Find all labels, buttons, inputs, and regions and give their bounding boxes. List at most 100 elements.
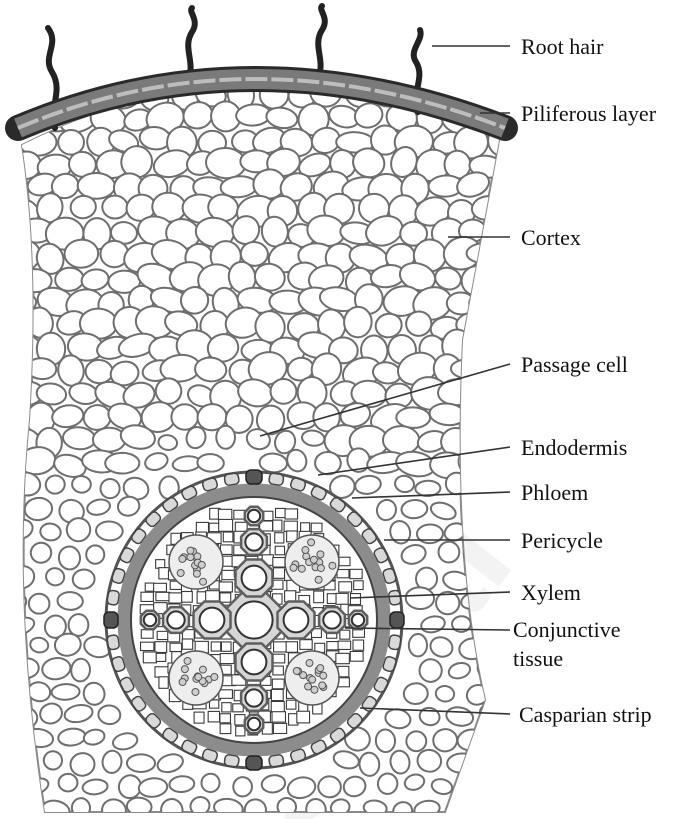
phloem-cell xyxy=(211,673,218,680)
conjunctive-cell xyxy=(297,711,310,723)
conjunctive-cell xyxy=(220,724,231,734)
cortex-cell xyxy=(169,775,195,792)
label-passage-cell: Passage cell xyxy=(521,352,628,377)
conjunctive-cell xyxy=(194,712,204,723)
endodermis-cell xyxy=(224,473,240,486)
phloem-cell xyxy=(187,547,194,554)
cortex-cell xyxy=(0,215,29,247)
conjunctive-cell xyxy=(339,582,352,592)
cortex-cell xyxy=(405,587,435,610)
cortex-cell xyxy=(0,359,23,384)
phloem-cell xyxy=(198,561,205,568)
cortex-cell xyxy=(472,746,500,772)
cortex-cell xyxy=(409,634,427,656)
conjunctive-cell xyxy=(300,640,312,650)
cortex-cell xyxy=(13,657,39,679)
phloem-cell xyxy=(179,678,186,685)
endodermis-cell xyxy=(269,754,285,767)
cortex-cell xyxy=(0,631,24,657)
conjunctive-cell xyxy=(314,591,324,603)
phloem-cell xyxy=(293,667,300,674)
phloem-cell xyxy=(317,565,324,572)
conjunctive-cell xyxy=(169,593,182,603)
conjunctive-cell xyxy=(354,581,363,590)
label-casparian-strip: Casparian strip xyxy=(519,702,652,727)
phloem-cell xyxy=(177,569,184,576)
xylem-lumen xyxy=(242,566,267,591)
conjunctive-cell xyxy=(235,715,245,725)
conjunctive-cell xyxy=(219,582,232,592)
cortex-cell xyxy=(0,543,21,562)
cortex-cell xyxy=(96,521,124,541)
cortex-cell xyxy=(102,195,128,219)
cortex-cell xyxy=(456,443,498,479)
cortex-cell xyxy=(468,288,509,317)
conjunctive-cell xyxy=(338,666,349,676)
cortex-cell xyxy=(497,680,517,703)
cortex-cell xyxy=(0,172,23,199)
cortex-cell xyxy=(0,498,21,521)
cortex-cell xyxy=(86,545,105,564)
cortex-cell xyxy=(463,771,493,796)
label-tissue: tissue xyxy=(513,646,563,671)
label-root-hair: Root hair xyxy=(521,34,604,59)
phloem-cell xyxy=(184,657,191,664)
cortex-cell xyxy=(490,172,524,203)
cortex-cell xyxy=(51,684,80,701)
cortex-cell xyxy=(127,754,155,772)
xylem-lumen xyxy=(248,718,260,730)
conjunctive-cell xyxy=(286,700,296,709)
cortex-cell xyxy=(487,310,525,341)
endodermis-cell xyxy=(107,635,120,651)
xylem-lumen xyxy=(144,614,156,626)
phloem-cell xyxy=(187,554,194,561)
conjunctive-cell xyxy=(219,519,233,531)
conjunctive-cell xyxy=(272,712,285,722)
conjunctive-cell xyxy=(338,641,351,649)
cortex-cell xyxy=(472,419,508,456)
cortex-cell xyxy=(57,592,83,611)
label-endodermis: Endodermis xyxy=(521,435,627,460)
conjunctive-cell xyxy=(143,652,156,663)
cortex-cell xyxy=(438,541,460,563)
cortex-cell xyxy=(445,472,468,495)
conjunctive-cell xyxy=(350,569,362,578)
cortex-cell xyxy=(506,802,527,818)
conjunctive-cell xyxy=(141,642,154,650)
conjunctive-cell xyxy=(219,690,233,699)
cortex-cell xyxy=(10,752,38,774)
cortex-cell xyxy=(500,196,528,220)
cortex-cell xyxy=(484,261,518,294)
conjunctive-cell xyxy=(155,667,169,677)
phloem-cell xyxy=(290,564,297,571)
conjunctive-cell xyxy=(145,583,154,591)
endodermis-cell xyxy=(388,590,401,606)
label-xylem: Xylem xyxy=(521,580,581,605)
cortex-cell xyxy=(0,731,18,750)
conjunctive-cell xyxy=(350,651,363,661)
cortex-cell xyxy=(465,498,489,520)
cortex-cell xyxy=(403,682,428,704)
cortex-cell xyxy=(494,732,513,747)
phloem-cell xyxy=(192,688,199,695)
cortex-cell xyxy=(478,477,502,500)
cortex-cell xyxy=(0,311,29,342)
conjunctive-cell xyxy=(286,642,297,653)
cortex-cell xyxy=(494,774,518,797)
xylem-lumen xyxy=(235,601,272,638)
conjunctive-cell xyxy=(336,593,348,604)
cortex-cell xyxy=(475,798,504,816)
conjunctive-cell xyxy=(220,654,234,664)
xylem-lumen xyxy=(284,608,309,633)
labels: Root hair Piliferous layer Cortex Passag… xyxy=(513,34,657,727)
xylem-lumen xyxy=(167,611,184,628)
conjunctive-cell xyxy=(336,653,349,663)
xylem-lumen xyxy=(248,510,260,522)
cortex-cell xyxy=(64,239,99,269)
cortex-cell xyxy=(468,331,509,367)
conjunctive-cell xyxy=(208,711,219,721)
conjunctive-cell xyxy=(276,508,286,517)
cortex-cell xyxy=(201,773,221,793)
cortex-cell xyxy=(466,243,503,264)
conjunctive-cell xyxy=(273,558,285,567)
